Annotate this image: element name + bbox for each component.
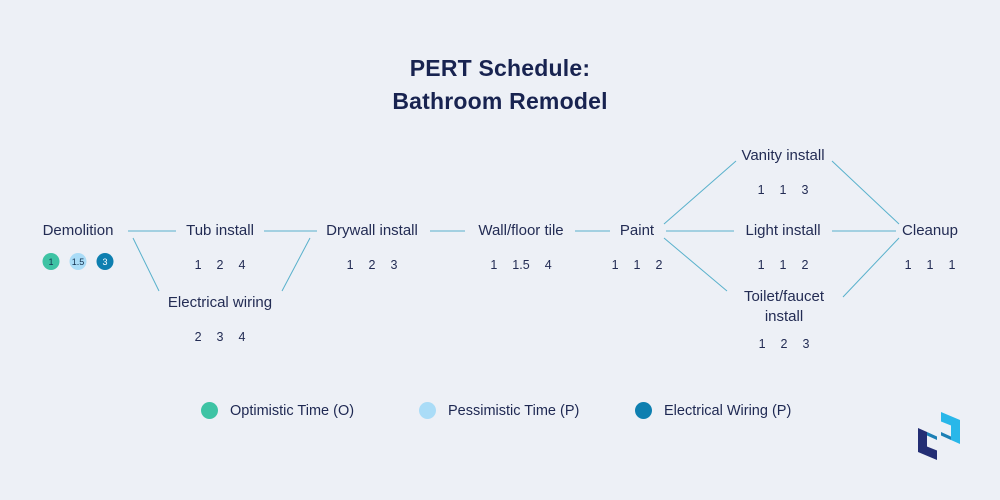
node-times: 1 1 1 (902, 258, 958, 272)
node-times: 1 1 2 (745, 258, 820, 272)
page-title: PERT Schedule: Bathroom Remodel (0, 52, 1000, 119)
legend-item-electrical: Electrical Wiring (P) (635, 402, 791, 419)
time-value: 1 (611, 258, 619, 273)
node-times: 1 1.5 4 (478, 258, 563, 272)
edge-paint-toilet-faucet-install (663, 237, 728, 292)
node-label: Toilet/faucet install (743, 288, 825, 326)
edge-toilet-faucet-install-cleanup (842, 237, 900, 298)
electrical-legend-dot (635, 402, 652, 419)
edge-demolition-electrical-wiring (132, 237, 160, 292)
time-value: 1 (779, 258, 787, 273)
time-value: 2 (216, 258, 224, 273)
node-label: Light install (745, 222, 821, 239)
brand-logo-mark (918, 412, 960, 460)
time-value: 1 (757, 258, 765, 273)
edge-electrical-wiring-drywall-install (281, 237, 311, 292)
time-value: 1 (926, 258, 934, 273)
node-label: Paint (619, 222, 655, 239)
legend-item-pessimistic: Pessimistic Time (P) (419, 402, 579, 419)
time-value: 2 (368, 258, 376, 273)
node-times: 1 2 3 (726, 337, 842, 351)
node-times: 1 2 4 (186, 258, 254, 272)
node-vanity-install: Vanity install 1 1 3 (741, 146, 824, 197)
time-value: 3 (390, 258, 398, 273)
page-title-line1: PERT Schedule: (409, 55, 591, 81)
time-value: 1 (904, 258, 912, 273)
time-value: 1 (194, 258, 202, 273)
node-label: Demolition (42, 222, 114, 239)
node-paint: Paint 1 1 2 (612, 221, 663, 272)
node-electrical-wiring: Electrical wiring 2 3 4 (168, 293, 272, 344)
node-label: Tub install (186, 222, 254, 239)
node-demolition: Demolition 1 1.5 3 (42, 221, 114, 271)
node-label: Drywall install (326, 222, 418, 239)
brand-logo (918, 412, 960, 460)
time-value: 4 (238, 330, 246, 345)
node-cleanup: Cleanup 1 1 1 (902, 221, 958, 272)
time-value: 1 (758, 336, 766, 351)
time-value: 2 (194, 330, 202, 345)
node-label: Cleanup (902, 222, 958, 239)
edge-paint-vanity-install (663, 160, 737, 225)
legend-label: Pessimistic Time (P) (448, 402, 580, 419)
time-value: 2 (655, 258, 663, 273)
legend-item-optimistic: Optimistic Time (O) (201, 402, 354, 419)
time-value: 3 (802, 336, 810, 351)
optimistic-legend-dot (201, 402, 218, 419)
time-value: 1 (633, 258, 641, 273)
node-light-install: Light install 1 1 2 (745, 221, 820, 272)
node-label: Vanity install (741, 147, 825, 164)
pessimistic-time-dot: 1.5 (69, 253, 87, 271)
time-value: 1 (490, 258, 498, 273)
time-value: 2 (780, 336, 788, 351)
edge-vanity-install-cleanup (831, 160, 900, 225)
time-value: 1 (779, 183, 787, 198)
node-times: 1 1 2 (612, 258, 663, 272)
node-times: 1 2 3 (326, 258, 418, 272)
optimistic-time-dot: 1 (42, 253, 60, 271)
page-title-line2: Bathroom Remodel (392, 88, 608, 115)
time-value: 4 (238, 258, 246, 273)
time-value: 1.5 (512, 258, 530, 273)
node-times: 1 1.5 3 (42, 253, 114, 271)
node-label: Electrical wiring (167, 294, 273, 311)
legend-label: Optimistic Time (O) (230, 402, 355, 419)
node-toilet-faucet-install: Toilet/faucet install 1 2 3 (726, 287, 842, 351)
time-value: 2 (801, 258, 809, 273)
node-label: Wall/floor tile (478, 222, 564, 239)
time-value: 3 (216, 330, 224, 345)
time-value: 1 (346, 258, 354, 273)
pessimistic-legend-dot (419, 402, 436, 419)
node-drywall-install: Drywall install 1 2 3 (326, 221, 418, 272)
time-value: 4 (544, 258, 552, 273)
legend-label: Electrical Wiring (P) (664, 402, 792, 419)
time-value: 1 (757, 183, 765, 198)
time-value: 3 (801, 183, 809, 198)
time-value: 1 (948, 258, 956, 273)
node-wall-floor-tile: Wall/floor tile 1 1.5 4 (478, 221, 563, 272)
node-tub-install: Tub install 1 2 4 (186, 221, 254, 272)
node-times: 1 1 3 (741, 183, 824, 197)
node-times: 2 3 4 (168, 330, 272, 344)
electrical-time-dot: 3 (96, 253, 114, 271)
